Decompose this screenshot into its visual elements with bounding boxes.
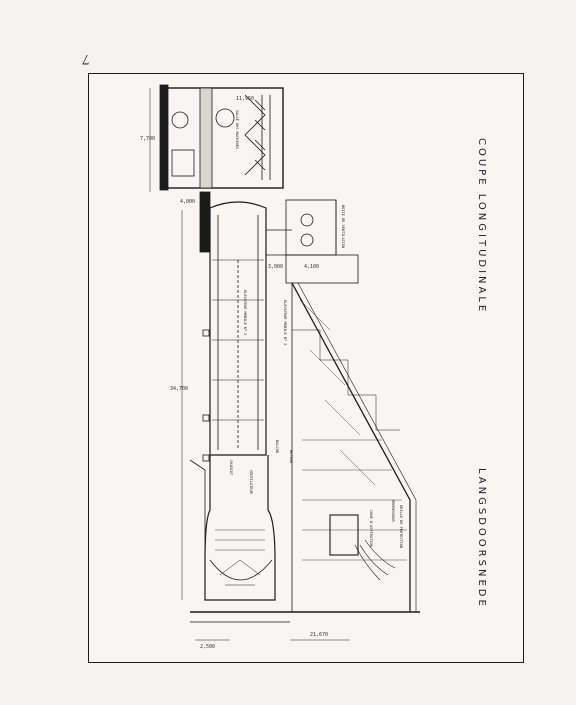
label-collectors: BOITE DE VENTILATION bbox=[341, 205, 345, 248]
dim-bottom-small: 2,500 bbox=[200, 644, 215, 650]
label-motor: MOTEUR bbox=[289, 450, 293, 464]
dim-bottom-length: 21,670 bbox=[310, 632, 328, 638]
dim-mid-left: 4,000 bbox=[180, 199, 195, 205]
label-balcony: BALCON bbox=[275, 440, 279, 453]
label-upper-room: SALLE DES MACHINES bbox=[235, 110, 239, 149]
label-screen: GRILLE DE PROTECTION bbox=[399, 505, 403, 548]
dim-small-b: 4,100 bbox=[304, 264, 319, 270]
dim-small-a: 3,000 bbox=[268, 264, 283, 270]
dim-left-width: 7,700 bbox=[140, 136, 155, 142]
ventilator-housing bbox=[285, 199, 359, 284]
diagonal-stair-structure bbox=[291, 282, 417, 612]
dimension-lines bbox=[149, 88, 350, 641]
upper-machine-room bbox=[159, 84, 284, 191]
label-trolley: CHARIOT bbox=[229, 460, 233, 476]
title-french: COUPE LONGITUDINALE bbox=[476, 138, 487, 315]
dim-main-height: 34,700 bbox=[170, 386, 188, 392]
lower-chamber bbox=[189, 455, 276, 601]
title-dutch: LANGSDOORSNEDE bbox=[476, 468, 487, 609]
dim-top-height: 11,950 bbox=[236, 96, 254, 102]
label-rail: REDRESSEUR bbox=[391, 500, 395, 522]
label-elevator-fixed: ELEVATEUR MOBILE Nº 1 bbox=[243, 290, 247, 335]
wind-tunnel-tube bbox=[199, 191, 292, 462]
label-elevator-mobile: ELEVATEUR MOBILE Nº 2 bbox=[283, 300, 287, 345]
label-cone: CONE D'ASPIRATION bbox=[369, 510, 373, 547]
label-ventilator: VENTILATEUR bbox=[249, 470, 253, 495]
